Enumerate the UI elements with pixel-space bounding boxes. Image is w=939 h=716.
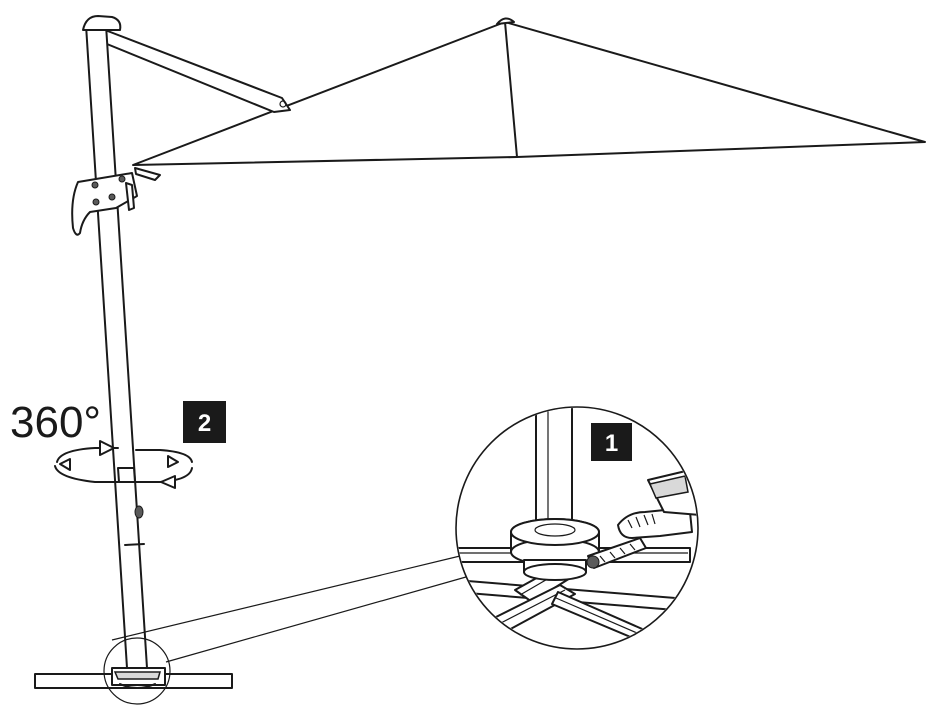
- rotation-label: 360°: [10, 398, 101, 447]
- tilt-hinge-bracket: [71, 167, 161, 236]
- zoom-connector-lines: [111, 555, 474, 663]
- step-badge-2-label: 2: [198, 410, 211, 437]
- zoom-source-circle: [103, 637, 171, 705]
- step-badge-1: 1: [591, 423, 632, 461]
- cross-base: [34, 667, 233, 689]
- umbrella-canopy: [132, 17, 926, 166]
- foot-pedal-icon: [617, 469, 697, 539]
- step-badge-1-label: 1: [605, 430, 618, 457]
- umbrella-mast: [82, 15, 148, 669]
- canopy-support-arm: [101, 29, 291, 113]
- step-badge-2: 2: [183, 401, 226, 443]
- magnified-detail: [455, 406, 699, 650]
- rotation-arrows-icon: [54, 440, 193, 489]
